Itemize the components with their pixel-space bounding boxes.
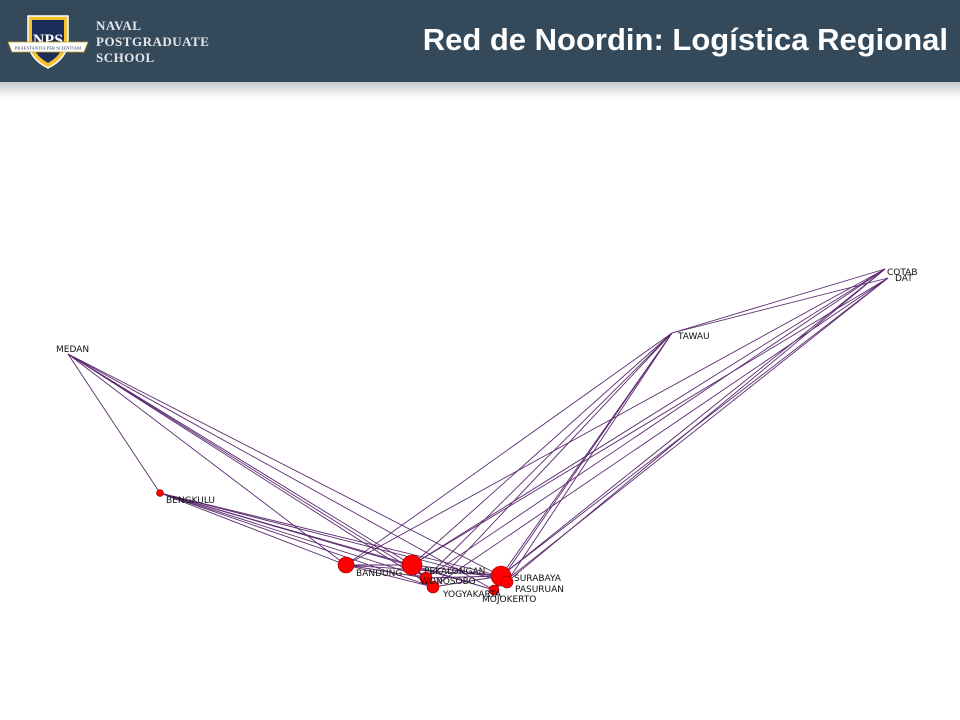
nps-shield-logo: NPS PRAESTANTIA PER SCIENTIAM <box>7 15 89 69</box>
node-yogyakarta <box>426 580 440 594</box>
edge-bengkulu-mojokerto <box>159 492 495 591</box>
school-name: NAVAL POSTGRADUATE SCHOOL <box>96 18 209 66</box>
node-label-pasuruan: PASURUAN <box>515 585 564 595</box>
edge-medan-mojokerto <box>67 353 495 591</box>
node-label-mojokerto: MOJOKERTO <box>482 595 536 605</box>
edge-dat-mojokerto <box>493 277 889 591</box>
node-label-dat: DAT <box>895 274 913 284</box>
node-label-tawau: TAWAU <box>677 332 710 342</box>
node-bandung <box>337 556 355 574</box>
node-label-surabaya: SURABAYA <box>514 574 562 584</box>
edge-medan-bengkulu <box>67 353 161 494</box>
edge-tawau-pekalongan <box>411 332 673 566</box>
edge-tawau-bandung <box>345 332 673 566</box>
node-bengkulu <box>156 489 164 497</box>
edge-bandung-wonosobo <box>345 564 427 579</box>
edge-dat-surabaya <box>500 277 889 577</box>
edge-wonosobo-surabaya <box>425 575 502 579</box>
edge-dat-yogyakarta <box>432 277 889 588</box>
node-label-bengkulu: BENGKULU <box>166 496 215 506</box>
edge-medan-yogyakarta <box>67 353 434 588</box>
edge-bengkulu-wonosobo <box>159 492 427 579</box>
header-bar: NPS PRAESTANTIA PER SCIENTIAM NAVAL POST… <box>0 0 960 82</box>
school-name-line-3: SCHOOL <box>96 50 155 65</box>
node-label-cotab: COTAB <box>887 268 918 278</box>
edge-medan-surabaya <box>67 353 502 577</box>
node-label-yogyakarta: YOGYAKARTA <box>442 590 502 600</box>
edge-bandung-surabaya <box>345 564 502 577</box>
edge-cotab-wonosobo <box>425 268 886 579</box>
network-nodes <box>156 489 514 596</box>
edge-tawau-yogyakarta <box>432 332 673 588</box>
edge-dat-pekalongan <box>411 277 889 566</box>
edge-cotab-bandung <box>345 268 886 566</box>
school-name-line-2: POSTGRADUATE <box>96 34 210 49</box>
edge-cotab-surabaya <box>500 268 886 577</box>
node-wonosobo <box>419 571 433 585</box>
node-label-medan: MEDAN <box>56 345 89 355</box>
edge-tawau-dat <box>671 277 889 334</box>
edge-tawau-wonosobo <box>425 332 673 579</box>
node-label-pekalongan: PEKALONGAN <box>424 567 485 577</box>
node-label-wonosobo: WONOSOBO <box>420 577 476 587</box>
edge-medan-wonosobo <box>67 353 427 579</box>
edge-medan-bandung <box>67 353 347 566</box>
edge-bengkulu-pasuruan <box>159 492 508 583</box>
edge-medan-pekalongan <box>67 353 413 566</box>
edge-bandung-yogyakarta <box>345 564 434 588</box>
edge-bengkulu-surabaya <box>159 492 502 577</box>
network-edges <box>67 268 889 591</box>
edge-yogyakarta-surabaya <box>432 575 502 588</box>
node-mojokerto <box>488 584 500 596</box>
header-shadow <box>0 82 960 98</box>
school-name-line-1: NAVAL <box>96 18 142 33</box>
edge-cotab-pekalongan <box>411 268 886 566</box>
slide-title: Red de Noordin: Logística Regional <box>422 22 948 57</box>
edge-bengkulu-bandung <box>159 492 347 566</box>
node-pekalongan <box>401 554 423 576</box>
edge-tawau-cotab <box>671 268 886 334</box>
node-label-bandung: BANDUNG <box>356 569 402 579</box>
logo-ribbon: PRAESTANTIA PER SCIENTIAM <box>15 46 82 51</box>
edge-pekalongan-surabaya <box>411 564 502 577</box>
node-pasuruan <box>500 575 514 589</box>
